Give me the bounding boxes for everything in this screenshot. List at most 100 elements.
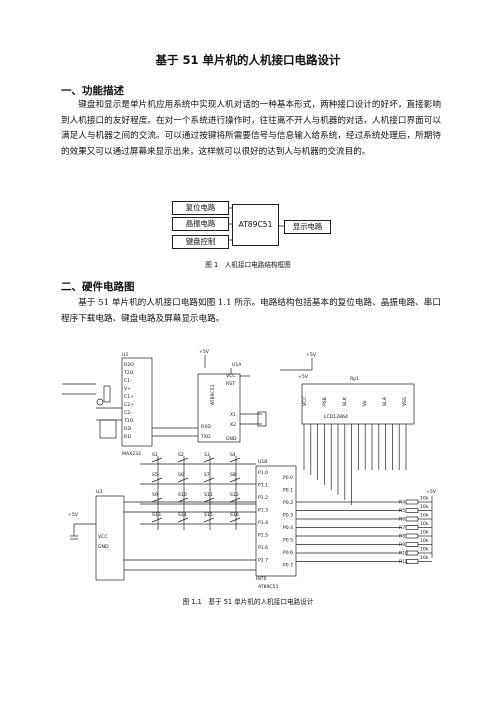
crystal-circuit-block: 晶振电路 <box>172 217 229 231</box>
u2-label: U2 <box>122 352 128 358</box>
max232-pin-5: C2+ <box>124 402 134 408</box>
key-switch-15 <box>229 517 241 523</box>
max232-label: MAX232 <box>122 451 141 457</box>
resistor-2 <box>405 516 419 522</box>
u1b-pin-13: P0.5 <box>283 538 293 544</box>
vcc-pin-label: VCC <box>226 373 236 379</box>
u1b-pin-12: P0.4 <box>283 525 293 531</box>
key-switch-2 <box>203 457 215 463</box>
lcd-pin-4: BLA <box>382 396 388 406</box>
txd-label: TXD <box>200 434 211 440</box>
key-switch-13 <box>177 517 189 523</box>
key-switch-0 <box>151 457 163 463</box>
u1b-pin-9: P0.1 <box>283 488 293 494</box>
u3-gnd-label: GND <box>98 544 109 550</box>
at89c51-top-label: AT89C51 <box>210 384 216 405</box>
u1b-pin-4: P1.4 <box>258 520 268 526</box>
u3-label: U3 <box>96 489 102 495</box>
int0-label: INT0 <box>256 576 267 582</box>
section1-heading: 一、功能描述 <box>61 85 124 97</box>
u1b-pin-3: P1.3 <box>258 508 268 514</box>
vcc-label-3: +5V <box>298 374 309 380</box>
u1b-pin-10: P0.2 <box>283 500 293 506</box>
key-label-14: S15 <box>204 512 213 518</box>
rst-label: RST <box>226 381 235 387</box>
key-switch-4 <box>151 477 163 483</box>
resistor-5 <box>405 542 419 547</box>
res-label-4: R8 <box>399 534 405 540</box>
key-switch-7 <box>229 477 241 483</box>
key-label-1: S2 <box>178 452 184 458</box>
reset-circuit-block: 复位电路 <box>172 201 229 215</box>
lcd-label: LCD12864 <box>324 414 348 420</box>
u1b-pin-1: P1.1 <box>258 483 268 489</box>
section2-paragraph: 基于 51 单片机的人机接口电路如图 1.1 所示。电路结构包括基本的复位电路、… <box>61 298 441 324</box>
u3-vcc-label: VCC <box>98 534 108 540</box>
display-circuit-block: 显示电路 <box>284 220 331 234</box>
key-label-13: S14 <box>178 512 187 518</box>
res-label-6: R10 <box>399 551 408 557</box>
rxd-label: RXD <box>201 424 211 430</box>
lcd-pin-2: BLK <box>342 396 348 406</box>
key-label-0: S1 <box>152 452 158 458</box>
max232-pin-8: R2I <box>124 426 131 432</box>
u1b-pin-8: P0.0 <box>283 475 293 481</box>
vcc-label-4: +5V <box>68 512 79 518</box>
key-label-6: S7 <box>204 472 210 478</box>
vcc-label-1: +5V <box>199 349 210 355</box>
key-switch-3 <box>229 457 241 463</box>
key-label-7: S8 <box>230 472 236 478</box>
key-label-9: S10 <box>178 492 187 498</box>
res-value-3: 10k <box>420 521 429 527</box>
max232-pin-3: V+ <box>124 386 131 392</box>
u1b-label: U1B <box>258 459 267 465</box>
vcc-label-5: +5V <box>426 489 437 495</box>
u1b-pin-2: P1.2 <box>258 495 268 501</box>
section2-heading: 二、硬件电路图 <box>61 281 135 293</box>
res-label-0: R4 <box>399 500 405 506</box>
max232-pin-7: T1O <box>123 418 134 424</box>
lcd-pin-3: Vo <box>362 400 368 406</box>
max232-pin-9: R1I <box>124 434 131 440</box>
rp1-label: Rp1 <box>350 376 359 382</box>
vcc-label-2: +5V <box>306 352 317 358</box>
u1a-label: U1A <box>232 362 242 368</box>
lcd-pin-1: PSB <box>322 397 328 406</box>
max232-pin-6: C2- <box>124 410 132 416</box>
key-switch-10 <box>203 497 215 503</box>
key-switch-9 <box>177 497 189 503</box>
resistor-4 <box>405 533 419 539</box>
u1b-pin-15: P0.7 <box>283 563 293 569</box>
res-label-3: R7 <box>399 525 405 531</box>
key-switch-6 <box>203 477 215 483</box>
key-label-12: S13 <box>152 512 161 518</box>
key-label-3: S4 <box>230 452 236 458</box>
res-label-5: R9 <box>399 542 405 548</box>
figure11-caption: 图 1.1 基于 51 单片机的人机接口电路设计 <box>182 598 314 606</box>
at89c51-bottom-label: AT89C51 <box>258 584 279 590</box>
key-label-2: S3 <box>204 452 210 458</box>
max232-pin-2: C1- <box>124 378 132 384</box>
key-label-8: S9 <box>152 492 158 498</box>
u1b-pin-6: P1.6 <box>258 545 268 551</box>
res-label-1: R5 <box>399 508 405 514</box>
u1b-pin-7: P1.7 <box>258 558 268 564</box>
key-switch-14 <box>203 517 215 523</box>
res-value-6: 10k <box>420 547 429 553</box>
res-label-2: R6 <box>399 517 405 523</box>
x1-label: X1 <box>230 412 236 418</box>
u1b-pin-11: P0.3 <box>283 513 293 519</box>
key-label-4: S5 <box>152 472 158 478</box>
figure1-caption: 图 1 人机接口电路结构框图 <box>205 261 291 269</box>
key-switch-12 <box>151 517 163 523</box>
u1b-pin-14: P0.6 <box>283 550 293 556</box>
max232-pin-4: C1+ <box>124 394 134 400</box>
gnd-label: GND <box>226 436 237 442</box>
key-switch-1 <box>177 457 189 463</box>
resistor-0 <box>405 499 419 505</box>
res-value-0: 10k <box>420 496 429 502</box>
key-label-10: S11 <box>204 492 213 498</box>
section1-paragraph: 键盘和显示是单片机应用系统中实现人机对话的一种基本形式，两种接口设计的好坏，直接… <box>61 100 441 157</box>
lcd-pin-5: VSS <box>402 397 408 406</box>
